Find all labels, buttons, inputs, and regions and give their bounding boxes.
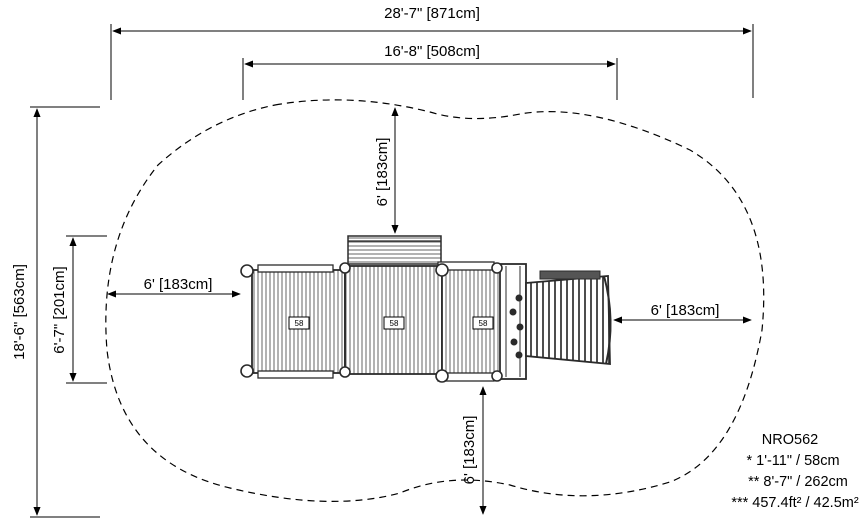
overall-width-dimension: 28'-7" [871cm] [110,5,754,100]
svg-text:58: 58 [295,319,304,328]
post [240,364,254,378]
slide [525,275,611,365]
structure-depth-dimension: 6'-7" [201cm] [51,235,107,384]
use-zone-boundary [105,99,765,502]
overall-depth-label: 18'-6" [563cm] [11,264,28,360]
post [491,370,503,382]
deck-tag: 58 [383,316,405,330]
svg-text:58: 58 [390,319,399,328]
clearance-right-dimension: 6' [183cm] [613,302,752,324]
clearance-top-dimension: 6' [183cm] [374,107,399,234]
spec-line-1: * 1'-11" / 58cm [746,453,839,469]
post [240,264,254,278]
clearance-right-label: 6' [183cm] [651,302,720,319]
post [339,262,351,274]
clearance-bottom-dimension: 6' [183cm] [461,386,487,515]
deck-tag: 58 [288,316,310,330]
play-structure [240,235,612,383]
clearance-left-dimension: 6' [183cm] [107,276,241,298]
top-access-panel [347,235,442,265]
deck-tag: 58 [472,316,494,330]
structure-width-dimension: 16'-8" [508cm] [242,43,618,100]
clearance-left-label: 6' [183cm] [144,276,213,293]
structure-width-label: 16'-8" [508cm] [384,43,480,60]
structure-depth-label: 6'-7" [201cm] [51,266,68,353]
side-panel [499,263,527,380]
spec-line-2: ** 8'-7" / 262cm [748,474,848,490]
spec-line-3: *** 457.4ft² / 42.5m² [731,495,859,511]
overall-depth-dimension: 18'-6" [563cm] [11,106,100,518]
svg-text:58: 58 [479,319,488,328]
clearance-top-label: 6' [183cm] [374,138,391,207]
overall-width-label: 28'-7" [871cm] [384,5,480,22]
post [435,369,449,383]
post [435,263,449,277]
post [339,366,351,378]
post [491,262,503,274]
model-number: NRO562 [762,432,818,448]
spec-info-block: NRO562 * 1'-11" / 58cm ** 8'-7" / 262cm … [731,432,859,511]
clearance-bottom-label: 6' [183cm] [461,416,478,485]
